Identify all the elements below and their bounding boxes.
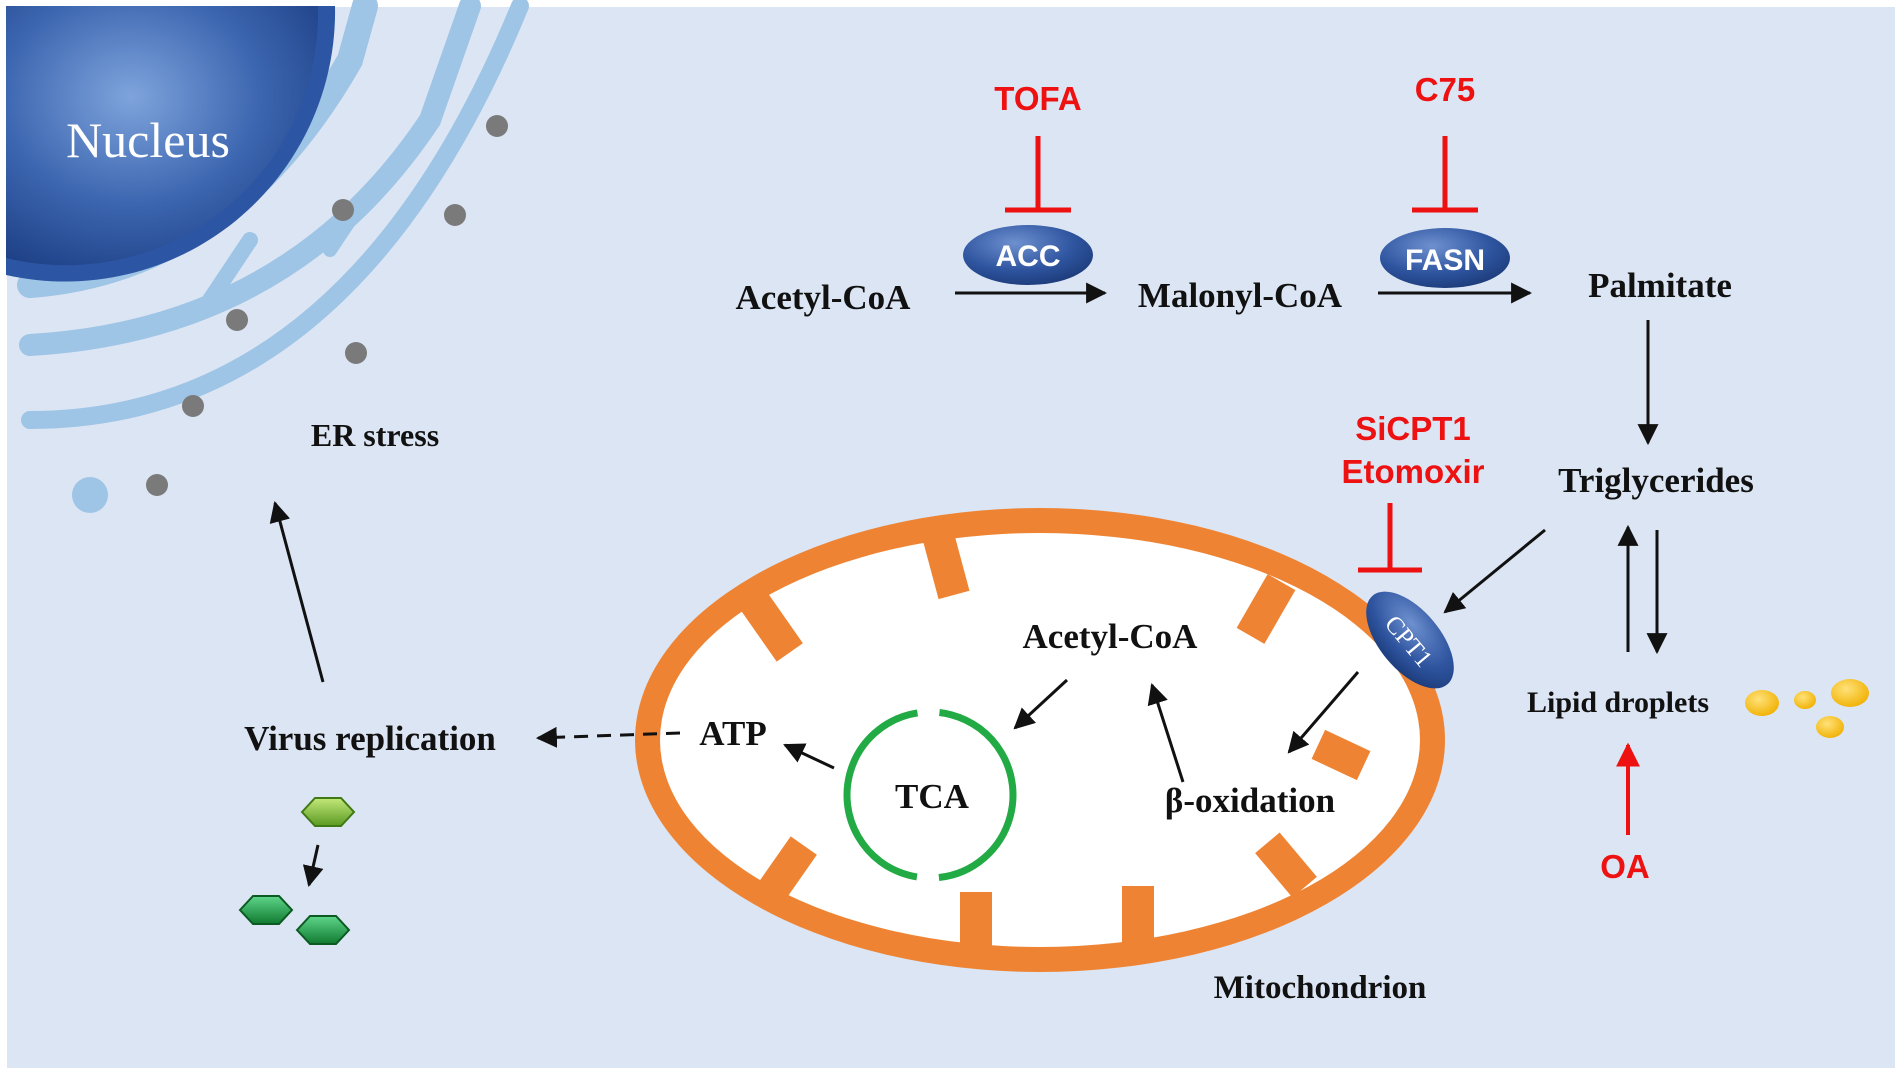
mitochondrion-label: Mitochondrion <box>1214 970 1427 1006</box>
atp-label: ATP <box>699 714 766 753</box>
fasn-enzyme: FASN <box>1380 228 1510 288</box>
virus-replication-label: Virus replication <box>244 719 496 758</box>
acc-enzyme: ACC <box>963 225 1093 285</box>
cristae <box>741 530 1371 950</box>
acetyl-coa-mito-label: Acetyl-CoA <box>1023 617 1199 656</box>
arrow-atp-to-virus-replication <box>535 726 681 748</box>
er-stress-label: ER stress <box>311 417 439 453</box>
nucleus: Nucleus <box>6 6 336 282</box>
tofa-inhibition-bar <box>1005 136 1071 213</box>
arrow-cpt1-to-beta-oxidation <box>1287 671 1360 754</box>
lipid-droplets-label: Lipid droplets <box>1527 686 1709 719</box>
arrow-virus-to-er-stress <box>269 500 325 683</box>
acc-label: ACC <box>996 240 1061 273</box>
lipid-droplet-icons <box>1745 679 1869 738</box>
virus-particle-icons <box>238 797 356 945</box>
oa-label: OA <box>1600 848 1650 885</box>
sicpt1-label: SiCPT1 <box>1355 410 1471 447</box>
triglycerides-label: Triglycerides <box>1558 461 1754 500</box>
arrow-triglycerides-to-cpt1 <box>1443 528 1546 614</box>
c75-label: C75 <box>1415 71 1476 108</box>
tofa-label: TOFA <box>994 80 1081 117</box>
tca-label: TCA <box>895 777 970 816</box>
arrow-tca-to-atp <box>783 743 835 770</box>
cpt1-inhibition-bar <box>1358 503 1422 573</box>
etomoxir-label: Etomoxir <box>1341 453 1484 490</box>
arrow-acetyl-to-tca <box>1013 678 1069 730</box>
beta-oxidation-label: β-oxidation <box>1165 781 1335 820</box>
nucleus-label: Nucleus <box>66 112 230 168</box>
acetyl-coa-cytosol-label: Acetyl-CoA <box>736 278 912 317</box>
arrow-beta-to-acetyl <box>1147 682 1185 783</box>
mitochondrion: Mitochondrion <box>635 508 1445 1006</box>
fasn-label: FASN <box>1405 244 1485 277</box>
tca-cycle: TCA <box>843 708 1017 882</box>
malonyl-coa-label: Malonyl-CoA <box>1138 276 1343 315</box>
ribosome-dots <box>146 115 508 496</box>
palmitate-label: Palmitate <box>1588 266 1732 305</box>
c75-inhibition-bar <box>1412 136 1478 213</box>
